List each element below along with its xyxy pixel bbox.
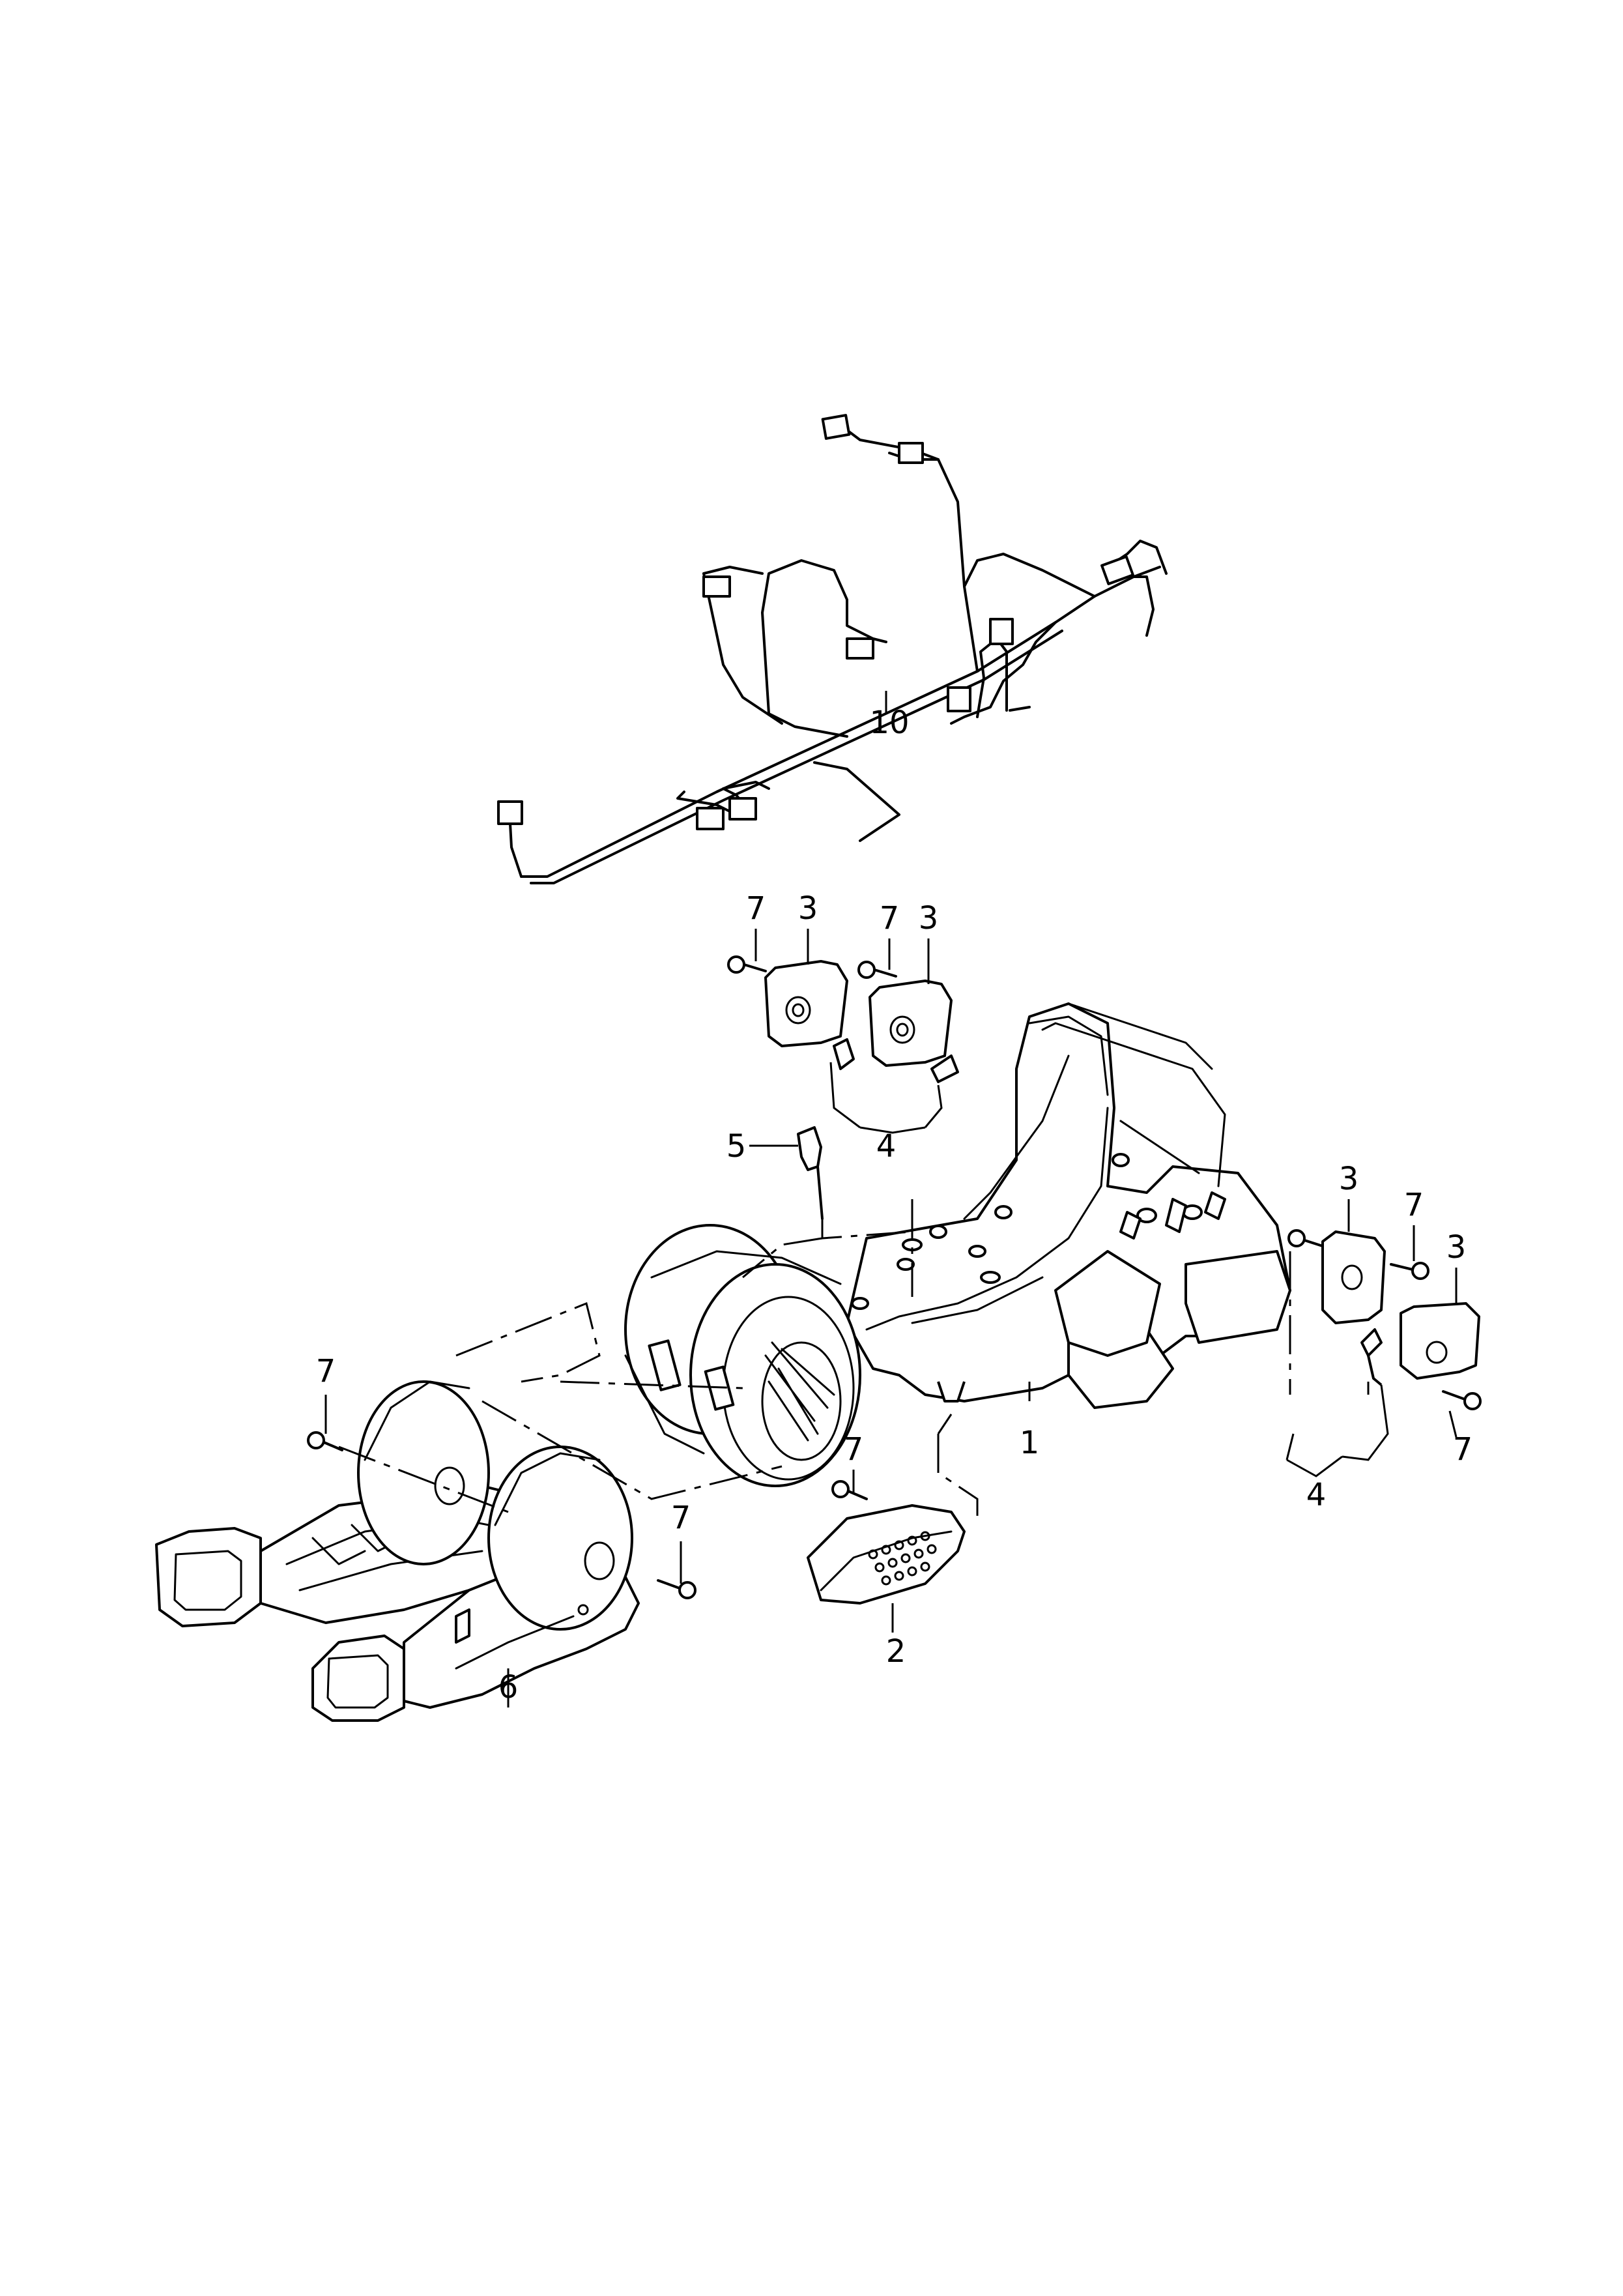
servo-motor-top-left: [764, 960, 848, 1047]
connector-icon: [497, 800, 523, 825]
callout-servo-motor: 3: [798, 890, 818, 927]
connector-icon: [898, 442, 924, 464]
vent-grid-icon: [868, 1531, 937, 1586]
callout-servo-motor: 3: [919, 900, 939, 937]
callout-servo-motor: 3: [1339, 1161, 1359, 1197]
assembly-lines: [338, 1199, 1370, 1519]
callout-wiring-harness: 10: [869, 705, 909, 741]
connector-icon: [821, 414, 851, 440]
callout-screw: 7: [844, 1431, 864, 1468]
callout-screw: 7: [1453, 1431, 1473, 1468]
callout-air-duct: 6: [498, 1669, 519, 1706]
servo-motor-right-lower: [1400, 1302, 1480, 1380]
wiring-harness: [497, 414, 1168, 884]
callout-sensor: 5: [726, 1128, 747, 1165]
link-set-right: [1360, 1328, 1383, 1386]
connector-icon: [696, 807, 725, 830]
callout-screw: 7: [316, 1353, 336, 1389]
air-duct: [155, 1380, 640, 1722]
callout-screw: 7: [746, 890, 766, 927]
screw-icon: [831, 1480, 868, 1500]
callout-link-set: 4: [1306, 1477, 1327, 1513]
callout-screw: 7: [671, 1500, 691, 1536]
connector-icon: [947, 686, 971, 712]
callout-screw: 7: [1404, 1187, 1424, 1223]
connector-icon: [728, 797, 757, 821]
connector-icon: [989, 618, 1014, 645]
fan-housing-left: [357, 1380, 490, 1565]
screw-icon: [727, 955, 897, 979]
callout-screw: 7: [880, 900, 900, 937]
connector-icon: [846, 637, 874, 660]
heater-housing: [624, 1002, 1291, 1487]
callout-labels: 10 1 2 3 3 3 3 4 4 5 6 7 7 7 7 7 7 7: [316, 705, 1473, 1706]
callout-link-set: 4: [876, 1128, 897, 1165]
link-set-top: [833, 1038, 959, 1083]
callout-control-unit: 2: [886, 1633, 906, 1670]
callout-housing: 1: [1020, 1425, 1040, 1461]
servo-motor-right-upper: [1321, 1230, 1386, 1324]
screw-icon: [307, 1431, 697, 1599]
callout-servo-motor: 3: [1446, 1229, 1467, 1266]
connector-icon: [702, 575, 731, 598]
control-unit: [807, 1504, 966, 1605]
screw-icon: [1287, 1229, 1482, 1410]
servo-motor-top-right: [869, 980, 953, 1067]
sensor: [797, 1126, 824, 1220]
connector-icon: [1100, 555, 1134, 585]
leader-lines: [324, 691, 1458, 1707]
